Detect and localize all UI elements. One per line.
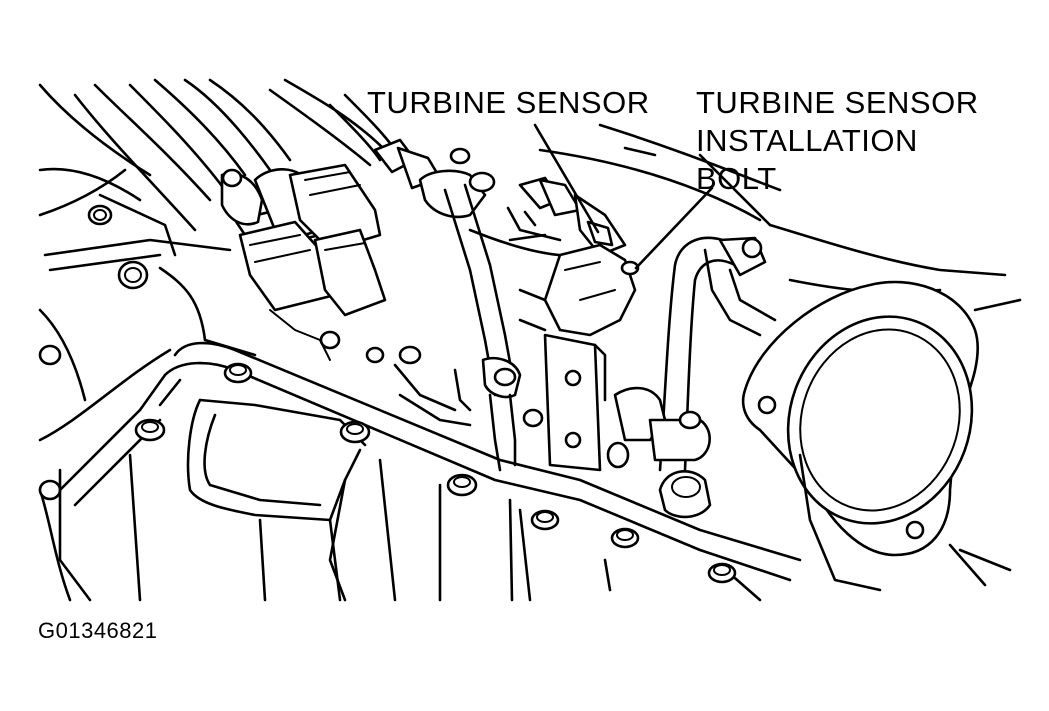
installation-bolt-line-1: TURBINE SENSOR <box>696 85 979 120</box>
hoses <box>73 78 387 361</box>
sensor-harness <box>328 93 627 472</box>
turbine-sensor-body <box>518 243 640 472</box>
installation-bolt-line-3: BOLT <box>696 161 777 196</box>
turbine-sensor-label: TURBINE SENSOR <box>367 85 650 120</box>
turbine-sensor-leader <box>533 123 600 234</box>
pan-bolts <box>134 330 737 584</box>
output-flange <box>741 280 1022 592</box>
figure-id: G01346821 <box>38 618 158 643</box>
oil-pipe <box>606 236 777 519</box>
installation-bolt-line-2: INSTALLATION <box>696 123 918 158</box>
housing-bolts <box>38 204 149 501</box>
turbine-sensor-installation-bolt-label: TURBINE SENSOR INSTALLATION BOLT <box>696 84 979 198</box>
leader-lines <box>533 123 714 270</box>
installation-bolt-leader <box>634 186 714 270</box>
